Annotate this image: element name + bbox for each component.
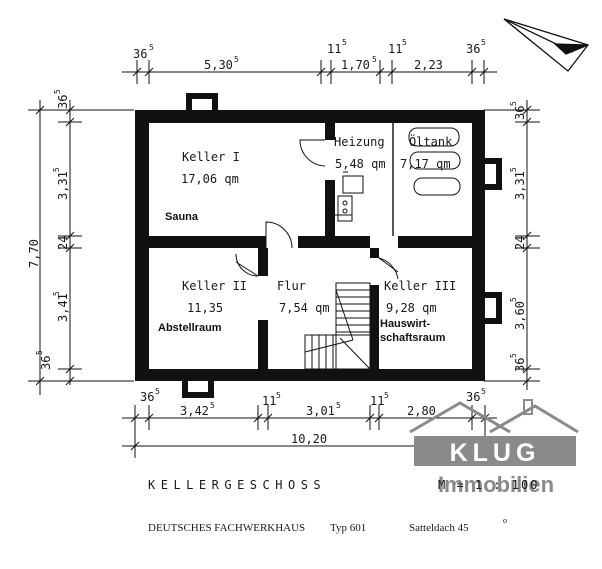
svg-text:5: 5 — [155, 387, 160, 396]
klug-logo: KLUG Immobilien — [409, 399, 579, 497]
room-heizung-area: 5,48 qm — [335, 157, 386, 171]
svg-text:5: 5 — [402, 38, 407, 47]
room-keller3-name: Keller III — [384, 279, 456, 293]
room-keller1-name: Keller I — [182, 150, 240, 164]
dim-left-keller1: 3,31 — [56, 171, 70, 200]
dim-left-wall-bottom: 36 — [39, 356, 53, 370]
svg-text:5: 5 — [372, 55, 377, 64]
dim-bottom-wall-left: 36 — [140, 390, 154, 404]
room-oeltank-name: Öltank — [409, 133, 453, 149]
dim-bottom-total: 10,20 — [291, 432, 327, 446]
room-keller2-name: Keller II — [182, 279, 247, 293]
dim-right-keller3: 3,60 — [513, 301, 527, 330]
dim-bottom-wall-a: 11 — [262, 394, 276, 408]
scale-label: M = 1 : 100 — [438, 478, 539, 492]
dim-left-keller2: 3,41 — [56, 293, 70, 322]
room-flur-name: Flur — [277, 279, 306, 293]
svg-text:5: 5 — [342, 38, 347, 47]
logo-text-klug: KLUG — [450, 439, 541, 467]
floor-title: KELLERGESCHOSS — [148, 478, 326, 492]
dim-top-heizung: 1,70 — [341, 58, 370, 72]
heating-equipment — [335, 171, 364, 222]
room-keller3-area: 9,28 qm — [386, 301, 437, 315]
room-keller1-area: 17,06 qm — [181, 172, 239, 186]
dim-bottom-keller3: 2,80 — [407, 404, 436, 418]
svg-text:5: 5 — [149, 43, 154, 52]
svg-text:5: 5 — [276, 391, 281, 400]
dim-top-wall-left: 36 — [133, 47, 147, 61]
logo-text-immobilien: Immobilien — [438, 472, 554, 497]
room-keller2-use: Abstellraum — [158, 322, 222, 334]
dim-top-wall-right: 36 — [466, 42, 480, 56]
dim-right-wall-bottom: 36 — [513, 358, 527, 372]
dim-bottom-wall-b: 11 — [370, 394, 384, 408]
dim-top-wall-b: 11 — [388, 42, 402, 56]
dim-right-keller: 3,31 — [513, 171, 527, 200]
dim-right-wall-top: 36 — [513, 106, 527, 120]
top-dimension-labels: 36 5 5,30 5 11 5 1,70 5 11 5 2,23 36 5 — [133, 38, 486, 72]
svg-text:5: 5 — [509, 101, 518, 106]
staircase — [304, 282, 371, 370]
dim-bottom-flur: 3,01 — [306, 404, 335, 418]
svg-text:5: 5 — [52, 167, 61, 172]
svg-text:5: 5 — [52, 291, 61, 296]
svg-text:5: 5 — [35, 350, 44, 355]
room-keller3-use-1: Hauswirt- — [380, 318, 430, 330]
svg-text:5: 5 — [509, 297, 518, 302]
dim-top-wall-a: 11 — [327, 42, 341, 56]
dim-left-total: 7,70 — [27, 239, 41, 268]
right-dimension-labels: 36 5 3,31 5 24 3,60 5 36 5 — [509, 101, 527, 372]
left-dimension-labels: 7,70 36 5 3,31 5 24 3,41 5 36 5 — [27, 89, 70, 370]
svg-text:5: 5 — [509, 353, 518, 358]
footer-caption: DEUTSCHES FACHWERKHAUS Typ 601 Satteldac… — [148, 516, 507, 534]
room-oeltank-area: 7,17 qm — [400, 157, 451, 171]
light-well-openings — [188, 99, 496, 392]
room-keller1-use: Sauna — [165, 211, 199, 223]
svg-text:5: 5 — [509, 167, 518, 172]
footer-model: Typ 601 — [330, 522, 366, 534]
dim-bottom-wall-right: 36 — [466, 390, 480, 404]
svg-text:5: 5 — [481, 387, 486, 396]
north-arrow-icon — [503, 18, 590, 72]
dim-top-keller1: 5,30 — [204, 58, 233, 72]
svg-text:5: 5 — [481, 38, 486, 47]
dim-left-wall-mid: 24 — [56, 236, 70, 250]
bottom-dimension-labels: 36 5 3,42 5 11 5 3,01 5 11 5 2,80 36 5 1… — [140, 387, 486, 446]
room-keller3-use-2: schaftsraum — [380, 332, 446, 344]
room-flur-area: 7,54 qm — [279, 301, 330, 315]
footer-house-type: DEUTSCHES FACHWERKHAUS — [148, 522, 305, 534]
dim-bottom-keller2: 3,42 — [180, 404, 209, 418]
dim-right-wall-mid: 24 — [513, 236, 527, 250]
room-heizung-name: Heizung — [334, 135, 385, 149]
drawing-title-block: KELLERGESCHOSS M = 1 : 100 — [148, 478, 539, 492]
room-use-labels: Sauna Abstellraum Hauswirt- schaftsraum — [158, 211, 446, 344]
footer-roof: Satteldach 45 — [409, 522, 469, 534]
dim-left-wall-top: 36 — [56, 95, 70, 109]
svg-text:5: 5 — [210, 401, 215, 410]
svg-text:5: 5 — [336, 401, 341, 410]
svg-text:5: 5 — [53, 89, 62, 94]
svg-text:5: 5 — [234, 55, 239, 64]
left-dimension-chain — [28, 100, 134, 395]
room-labels: Keller I 17,06 qm Heizung 5,48 qm Öltank… — [181, 133, 456, 315]
house-roof-icon — [409, 399, 579, 434]
top-dimension-chain — [122, 60, 497, 84]
svg-text:5: 5 — [384, 391, 389, 400]
oil-tanks — [408, 127, 461, 196]
right-dimension-chain — [484, 100, 540, 390]
footer-roof-degree: o — [503, 516, 507, 525]
dim-top-oeltank: 2,23 — [414, 58, 443, 72]
room-keller2-area: 11,35 — [187, 301, 223, 315]
doors — [235, 139, 399, 280]
